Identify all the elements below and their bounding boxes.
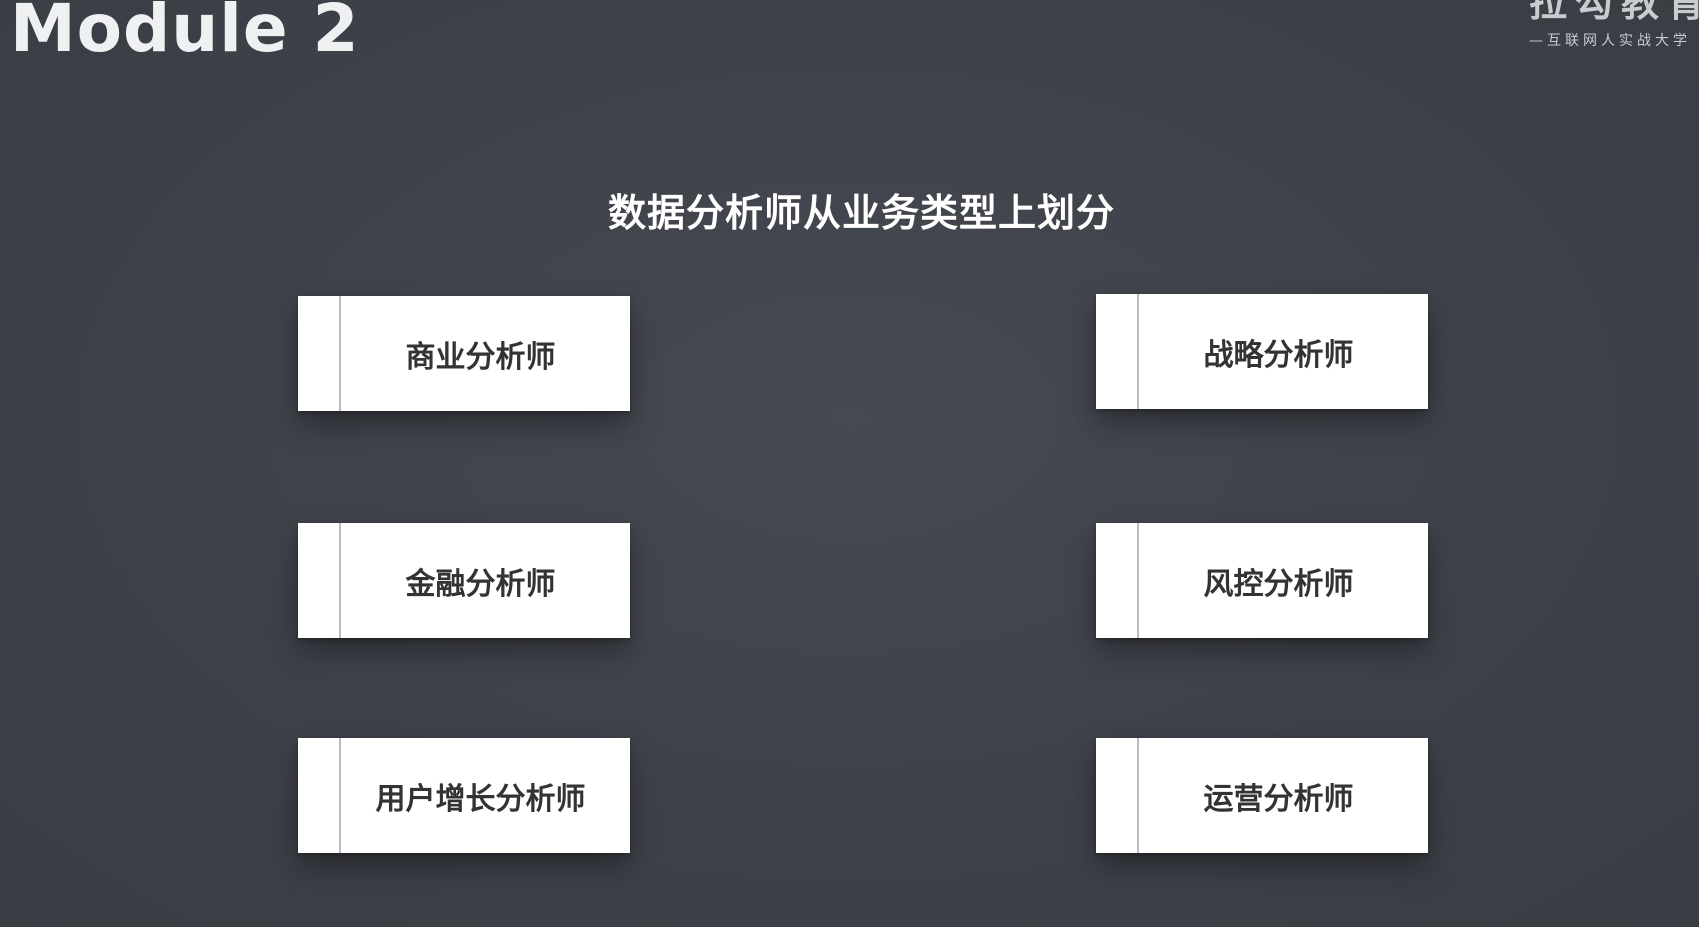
card-risk-control-analyst: 风控分析师	[1096, 523, 1428, 638]
card-accent-strip	[298, 738, 341, 853]
module-title: Module 2	[10, 0, 360, 67]
card-label: 运营分析师	[1203, 781, 1354, 817]
brand-name: 拉勾教育	[1529, 0, 1699, 25]
card-finance-analyst: 金融分析师	[298, 523, 630, 638]
card-label: 金融分析师	[405, 566, 556, 602]
brand-slogan: —互联网人实战大学	[1529, 33, 1691, 49]
slide-heading: 数据分析师从业务类型上划分	[607, 191, 1115, 235]
brand-logo: 拉勾教育 —互联网人实战大学	[1529, 0, 1699, 50]
card-label: 用户增长分析师	[375, 781, 586, 817]
card-label: 商业分析师	[405, 339, 556, 375]
card-accent-strip	[1096, 738, 1139, 853]
card-label: 战略分析师	[1203, 337, 1354, 373]
card-business-analyst: 商业分析师	[298, 296, 630, 411]
card-label: 风控分析师	[1203, 566, 1354, 602]
card-strategy-analyst: 战略分析师	[1096, 294, 1428, 409]
card-user-growth-analyst: 用户增长分析师	[298, 738, 630, 853]
card-accent-strip	[1096, 294, 1139, 409]
card-operations-analyst: 运营分析师	[1096, 738, 1428, 853]
card-accent-strip	[1096, 523, 1139, 638]
card-accent-strip	[298, 296, 341, 411]
card-accent-strip	[298, 523, 341, 638]
